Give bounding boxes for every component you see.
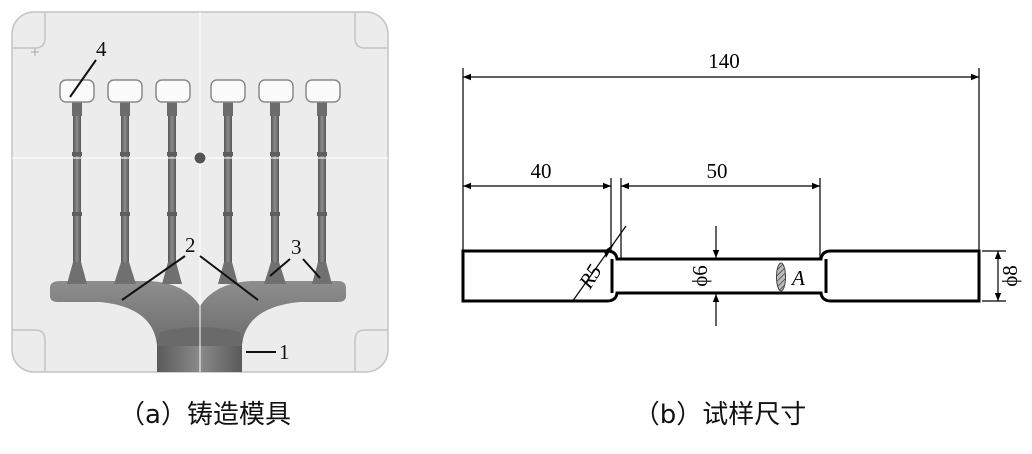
rod-2 bbox=[107, 79, 143, 284]
plus-mark-icon bbox=[31, 48, 39, 56]
rod-4 bbox=[210, 79, 246, 284]
corner-bracket-bottom-left bbox=[12, 329, 46, 372]
dim-gauge-length: 50 bbox=[707, 159, 728, 183]
leader-2-left bbox=[121, 255, 186, 301]
label-2: 2 bbox=[185, 233, 196, 257]
leader-2-right bbox=[199, 255, 259, 301]
corner-bracket-bottom-right bbox=[354, 329, 388, 372]
corner-bracket-top-left bbox=[12, 12, 46, 49]
corner-bracket-top-right bbox=[354, 12, 388, 49]
panel-a-casting-mold: 4 2 3 1 （a）铸造模具 bbox=[11, 11, 389, 430]
label-1: 1 bbox=[279, 340, 290, 364]
section-label: A bbox=[790, 266, 805, 290]
dim-gauge-diameter: ϕ6 bbox=[688, 265, 712, 287]
dim-overall-length: 140 bbox=[708, 49, 740, 73]
leader-3-right bbox=[302, 258, 321, 279]
runner-and-sprue bbox=[50, 281, 346, 372]
cross-section-hatch bbox=[776, 262, 786, 292]
crosshair-center-icon bbox=[193, 151, 207, 165]
specimen-outline bbox=[461, 249, 981, 303]
label-4: 4 bbox=[96, 37, 107, 61]
caption-b: （b）试样尺寸 bbox=[634, 400, 807, 430]
leader-fillet-radius bbox=[571, 225, 627, 303]
fillet-arrowhead bbox=[604, 244, 614, 258]
label-3: 3 bbox=[291, 235, 302, 259]
rod-6 bbox=[305, 79, 341, 284]
rod-1 bbox=[59, 79, 95, 284]
leader-3-left bbox=[269, 258, 291, 277]
dim-grip-length: 40 bbox=[531, 159, 552, 183]
caption-a: （a）铸造模具 bbox=[119, 400, 291, 430]
panel-b-specimen: 140 40 50 R5 ϕ6 A ϕ8 （b）试样尺寸 bbox=[461, 49, 1022, 430]
leader-4 bbox=[69, 59, 97, 98]
dim-grip-diameter: ϕ8 bbox=[998, 265, 1022, 287]
